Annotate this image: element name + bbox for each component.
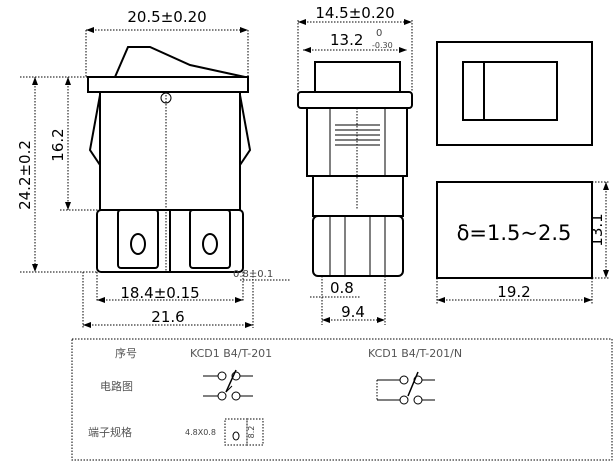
dim-height-body: 16.2 bbox=[49, 128, 67, 161]
circuit-symbol-2 bbox=[376, 371, 435, 405]
tol-upper: 0 bbox=[376, 28, 382, 39]
terminal-dim: 8.2 bbox=[247, 426, 256, 439]
dim-width-terminals: 18.4±0.15 bbox=[120, 284, 199, 302]
dim-terminal-thickness: 0.8±0.1 bbox=[233, 269, 273, 280]
circuit-label: 电路图 bbox=[100, 380, 133, 393]
front-view: 20.5±0.20 24.2±0.2 16.2 18.4±0.15 21.6 0… bbox=[16, 8, 290, 328]
cutout-height: 13.1 bbox=[588, 213, 606, 246]
side-view: 14.5±0.20 13.2 0 -0.30 0.8 9.4 bbox=[297, 4, 413, 325]
cutout-width: 19.2 bbox=[497, 283, 530, 301]
actuator-top bbox=[314, 61, 401, 93]
side-clips bbox=[88, 94, 252, 166]
switch-body bbox=[99, 91, 241, 211]
terminal-symbol: 8.2 bbox=[224, 418, 264, 446]
dim-width-total: 20.5±0.20 bbox=[127, 8, 206, 26]
dim-side-inner: 13.2 bbox=[330, 31, 363, 49]
model-2: KCD1 B4/T-201/N bbox=[368, 347, 462, 360]
circuit-symbol-1 bbox=[203, 369, 253, 401]
dim-width-base: 21.6 bbox=[151, 308, 184, 326]
side-bezel bbox=[297, 91, 413, 109]
terminal-label: 端子规格 bbox=[88, 425, 132, 439]
dim-side-terminal: 0.8 bbox=[330, 279, 354, 297]
rocker-actuator bbox=[114, 46, 246, 78]
dim-side-base: 9.4 bbox=[341, 303, 365, 321]
panel-thickness: δ=1.5~2.5 bbox=[457, 221, 572, 245]
model-1: KCD1 B4/T-201 bbox=[190, 347, 272, 360]
panel-cutout: δ=1.5~2.5 13.1 19.2 bbox=[436, 41, 610, 305]
bezel bbox=[87, 76, 249, 93]
terminal-spec: 4.8X0.8 bbox=[185, 428, 216, 437]
header-label: 序号 bbox=[115, 346, 137, 360]
spec-table: 序号 KCD1 B4/T-201 KCD1 B4/T-201/N 电路图 端子规… bbox=[71, 338, 613, 461]
tol-lower: -0.30 bbox=[372, 41, 393, 50]
dim-side-width: 14.5±0.20 bbox=[315, 4, 394, 22]
dim-height-total: 24.2±0.2 bbox=[16, 140, 34, 210]
